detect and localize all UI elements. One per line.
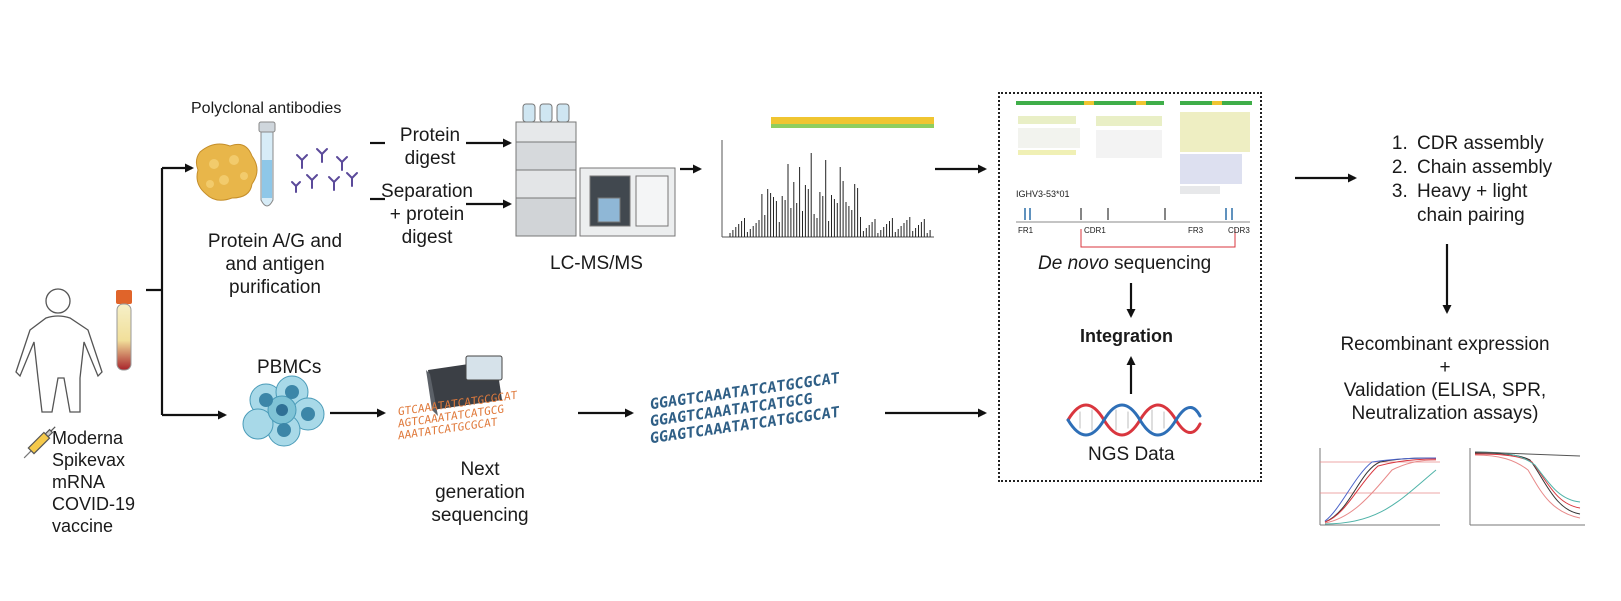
- dna-helix-icon: [1066, 403, 1202, 437]
- region-cdr3: CDR3: [1228, 226, 1250, 235]
- human-figure-icon: [15, 288, 103, 413]
- pbmc-cells-icon: [242, 375, 325, 447]
- ngs-data-label: NGS Data: [1088, 444, 1175, 465]
- elisa-curve-chart-2: [1469, 448, 1585, 526]
- ngs-sequencing-label: Next generation sequencing: [431, 459, 529, 526]
- recombinant-label: Recombinant expression + Validation (ELI…: [1340, 334, 1550, 424]
- vaccine-label: Moderna Spikevax mRNA COVID-19 vaccine: [52, 428, 136, 536]
- split-connector: [146, 168, 164, 415]
- protein-digest-label: Protein digest: [399, 125, 461, 169]
- purification-label: Protein A/G and and antigen purification: [207, 231, 343, 298]
- assembly-steps: CDR assembly Chain assembly Heavy + ligh…: [1385, 132, 1567, 228]
- pbmcs-label: PBMCs: [257, 357, 322, 378]
- denovo-label: De novo sequencing: [1038, 253, 1212, 274]
- step-item: CDR assembly: [1413, 132, 1567, 156]
- purification-column-icon: [258, 121, 276, 207]
- antibody-cluster-icon: [291, 148, 358, 193]
- region-cdr1: CDR1: [1084, 226, 1106, 235]
- region-fr3: FR3: [1188, 226, 1204, 235]
- sequence-annotation: [1016, 208, 1250, 248]
- ngs-sequencer-icon: [426, 355, 503, 416]
- integration-label: Integration: [1080, 326, 1173, 346]
- step-item: Chain assembly: [1413, 156, 1567, 180]
- syringe-icon: [23, 426, 56, 459]
- blood-tube-icon: [116, 290, 132, 371]
- elisa-curve-chart-1: [1319, 448, 1440, 526]
- denovo-integration-panel: [998, 92, 1262, 482]
- gene-label: IGHV3-53*01: [1016, 189, 1070, 199]
- polyclonal-label: Polyclonal antibodies: [191, 100, 342, 117]
- protein-gel-icon: [195, 143, 258, 201]
- mass-spectrum-chart: [721, 117, 934, 238]
- region-fr1: FR1: [1018, 226, 1034, 235]
- lcms-label: LC-MS/MS: [550, 253, 643, 274]
- lc-ms-instrument-icon: [515, 103, 676, 237]
- separation-digest-label: Separation + protein digest: [381, 181, 473, 248]
- alignment-panels: [1016, 101, 1252, 194]
- step-item: Heavy + light chain pairing: [1413, 180, 1567, 228]
